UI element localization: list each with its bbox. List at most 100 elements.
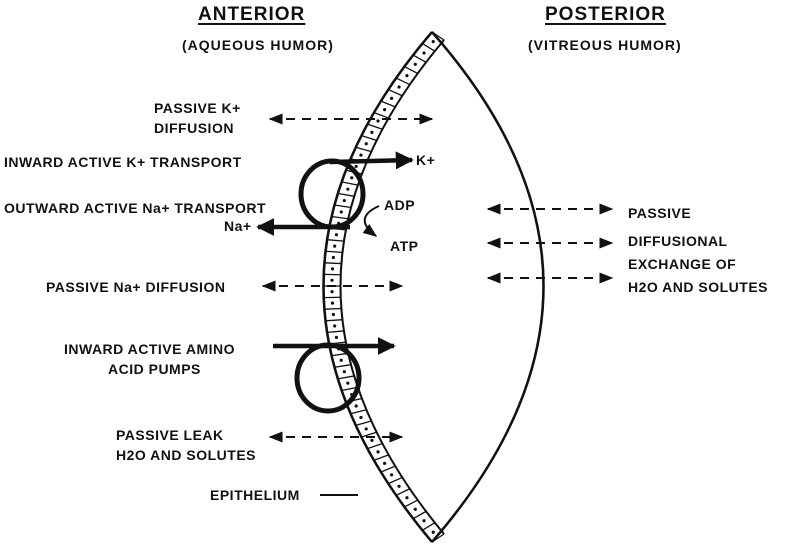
epithelium-cell-nucleus [354,164,358,169]
epithelium-cell-wall [325,250,343,253]
epithelium-cell-wall [395,77,411,86]
epithelium-cell-nucleus [342,370,346,374]
epithelium-cell-wall [334,204,352,209]
epithelium-cell-wall [325,319,343,322]
epithelium-cell-wall [431,31,445,41]
epithelium-cell-wall [404,65,418,75]
epithelium-cell-wall [422,42,436,52]
epithelium-cell-nucleus [333,244,337,248]
epithelium-cell-wall [324,307,342,310]
epithelium-cell-wall [341,181,358,186]
epithelium-cell-nucleus [359,153,363,157]
epithelium-cell-wall [334,364,352,368]
posterior-exchange-label: PASSIVE [628,205,692,221]
passive-na-label: PASSIVE Na+ DIFFUSION [46,279,226,295]
epithelium-cell-nucleus [346,381,350,385]
epithelium-cell-wall [355,420,372,427]
epithelium-cell-nucleus [422,519,426,523]
epithelium-cell-nucleus [342,198,346,203]
epithelium-cell-nucleus [364,427,368,431]
inward-k-label: INWARD ACTIVE K+ TRANSPORT [4,154,242,170]
adp-label: ADP [384,197,416,213]
epithelium-cell-wall [388,476,403,485]
epithelium-cell-nucleus [333,324,337,328]
posterior-exchange-label-2: DIFFUSIONAL [628,233,728,249]
adp-atp-arrow [362,205,380,237]
na-out-label: Na+ [224,218,252,234]
epithelium-cell-nucleus [350,176,354,180]
amino-acid-pump-ring [294,342,362,414]
epithelium-cell-nucleus [376,119,380,123]
anterior-header: ANTERIOR [198,4,306,25]
epithelium-cell-nucleus [330,278,334,282]
epithelium-cell-wall [431,533,445,543]
outward-na-label: OUTWARD ACTIVE Na+ TRANSPORT [4,200,266,216]
epithelium-cell-nucleus [331,255,335,260]
epithelium-cell-wall [355,146,372,153]
epithelium-cell-wall [395,488,411,496]
epithelium-cell-wall [388,88,403,97]
epithelium-cell-wall [422,522,436,531]
epithelium-cell-nucleus [370,130,374,134]
passive-leak-label: PASSIVE LEAK [116,427,224,443]
epithelium-cell-wall [361,135,377,142]
epithelium-cell-nucleus [397,484,401,488]
epithelium-cell-nucleus [390,473,394,477]
passive-k-label: PASSIVE K+ [154,100,241,116]
epithelium-cell-nucleus [405,496,409,500]
epithelium-cell-nucleus [405,74,409,78]
epithelium-cell-wall [404,499,418,508]
epithelium-label: EPITHELIUM [210,487,300,503]
k-out-label: K+ [416,152,436,168]
epithelium-cell-nucleus [431,40,435,44]
epithelium-cell-nucleus [422,51,426,55]
posterior-exchange-label-4: H2O AND SOLUTES [628,279,768,295]
epithelium-cell-nucleus [431,530,435,534]
epithelium-cell-nucleus [339,210,343,214]
epithelium-cell-nucleus [397,85,401,89]
epithelium-cell-nucleus [334,233,339,237]
epithelium-cell-nucleus [413,62,417,66]
epithelium-cell-nucleus [383,461,387,465]
epithelium-cell-wall [327,330,344,334]
posterior-header: POSTERIOR [545,4,666,25]
amino-acid-label-2: ACID PUMPS [108,361,201,377]
epithelium-cell-nucleus [376,450,380,454]
lens-posterior-outline [431,31,545,543]
epithelium-cell-wall [331,215,349,220]
epithelium-cell-nucleus [413,507,417,511]
epithelium-cell-wall [367,123,383,130]
posterior-subheader: (VITREOUS HUMOR) [528,37,682,53]
epithelium-cell-nucleus [364,142,368,146]
epithelium-cell-nucleus [359,415,363,420]
passive-k-label-2: DIFFUSION [154,120,234,136]
epithelium-cell-nucleus [390,96,394,100]
epithelium-cell-nucleus [370,438,374,442]
atp-label: ATP [390,238,419,254]
epithelium-cell-nucleus [346,187,350,191]
epithelium-cell-wall [412,510,427,520]
anterior-subheader: (AQUEOUS HUMOR) [182,37,334,53]
epithelium-cell-wall [412,54,427,63]
epithelium-cell-nucleus [354,404,358,408]
posterior-exchange-label-3: EXCHANGE OF [628,256,737,272]
epithelium-cell-wall [373,111,389,119]
epithelium-cell-nucleus [330,290,334,294]
epithelium-cell-wall [324,262,342,265]
epithelium-cell-wall [367,442,383,450]
epithelium-cell-nucleus [339,358,343,362]
epithelium-cell-nucleus [334,335,339,339]
passive-leak-label-2: H2O AND SOLUTES [116,447,256,463]
epithelium-cell-nucleus [330,267,335,271]
epithelium-cell-wall [350,409,367,415]
epithelium-cell-nucleus [383,108,387,112]
epithelium-cell-wall [337,192,355,197]
epithelium-cell-wall [380,465,396,473]
epithelium-cell-wall [380,100,396,108]
epithelium-cell-wall [373,454,389,461]
amino-acid-label: INWARD ACTIVE AMINO [64,341,236,357]
epithelium-cell-nucleus [330,301,335,305]
epithelium-cell-wall [337,375,355,380]
epithelium-cell-nucleus [331,312,335,317]
